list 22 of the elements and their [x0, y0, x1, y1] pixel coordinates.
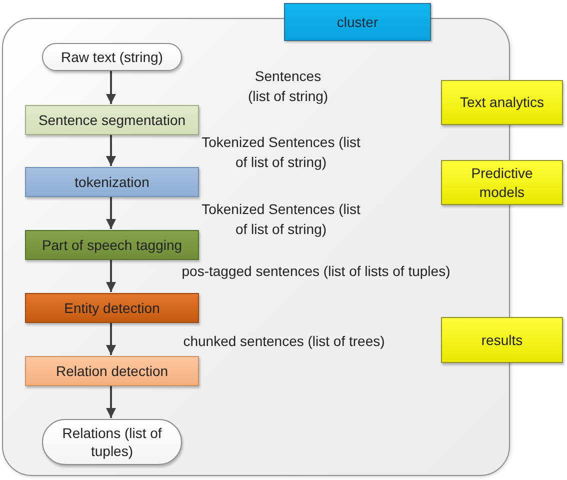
- terminal-pill: Raw text (string): [42, 43, 182, 71]
- process-box: Entity detection: [25, 293, 199, 323]
- process-box: tokenization: [25, 167, 199, 197]
- output-box: results: [441, 317, 563, 363]
- data-type-label: Tokenized Sentences (list of list of string): [200, 200, 362, 239]
- arrow: [106, 134, 116, 166]
- process-box: Relation detection: [25, 356, 199, 386]
- output-box: Predictive models: [441, 160, 563, 205]
- arrow: [106, 259, 116, 292]
- cluster-heading: cluster: [284, 3, 431, 41]
- process-box: Sentence segmentation: [25, 105, 199, 135]
- data-type-label: Sentences (list of string): [246, 67, 330, 106]
- data-type-label: chunked sentences (list of trees): [183, 332, 385, 352]
- arrow: [106, 196, 116, 229]
- arrow: [106, 70, 116, 104]
- process-box: Part of speech tagging: [25, 230, 199, 260]
- arrow: [106, 385, 116, 418]
- arrow: [106, 322, 116, 355]
- output-box: Text analytics: [441, 80, 563, 125]
- terminal-pill: Relations (list of tuples): [42, 419, 182, 465]
- data-type-label: pos-tagged sentences (list of lists of tuples): [182, 262, 450, 282]
- data-type-label: Tokenized Sentences (list of list of string): [200, 133, 362, 172]
